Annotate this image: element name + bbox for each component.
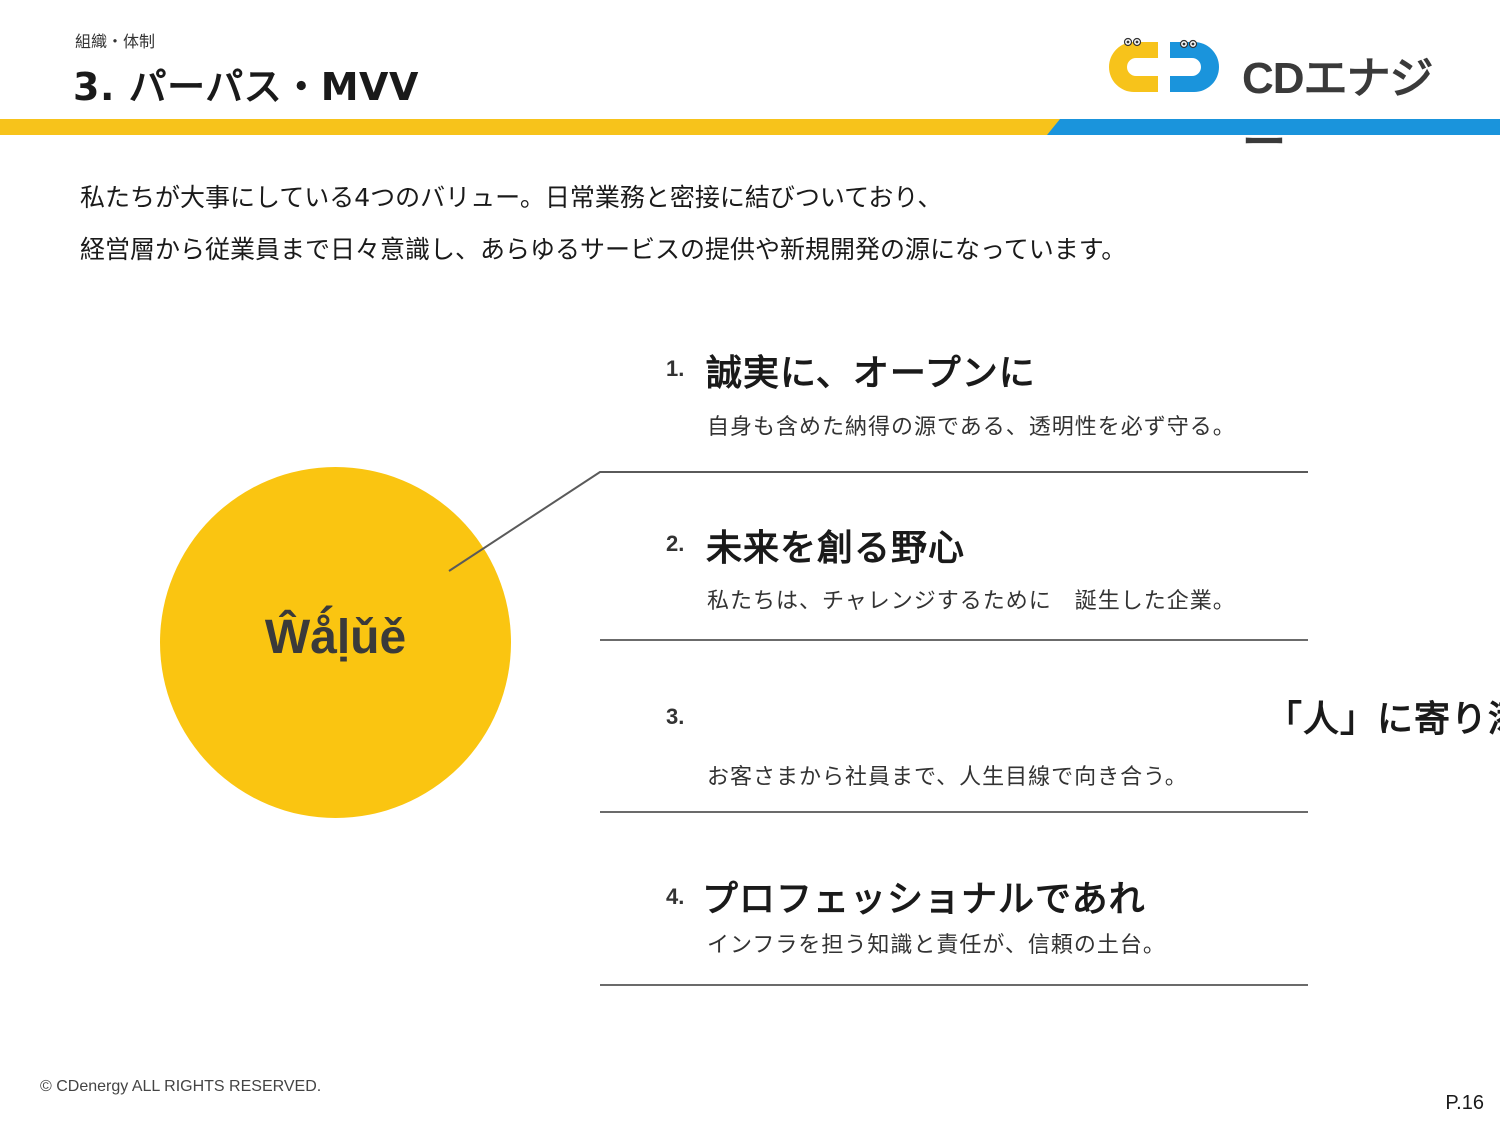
value-description: お客さまから社員まで、人生目線で向き合う。 (707, 765, 1188, 790)
value-heading: プロフェッショナルであれ (702, 879, 1146, 920)
header-bar-blue (1047, 119, 1500, 135)
value-description: インフラを担う知識と責任が、信頼の土台。 (707, 933, 1166, 958)
value-description: 私たちは、チャレンジするために 誕生した企業。 (707, 589, 1236, 614)
company-logo: CDエナジー (1100, 36, 1470, 167)
intro-text: 私たちが大事にしている4つのバリュー。日常業務と密接に結びついており、 経営層か… (80, 172, 1400, 276)
value-number: 3. (666, 704, 685, 729)
value-circle-label: Ŵǻḷǔě (264, 611, 407, 664)
value-heading: 誠実に、オープンに (706, 353, 1036, 394)
copyright: © CDenergy ALL RIGHTS RESERVED. (40, 1078, 322, 1095)
intro-line-1: 私たちが大事にしている4つのバリュー。日常業務と密接に結びついており、 (80, 183, 943, 212)
value-number: 2. (666, 531, 685, 556)
header-bar-yellow (0, 119, 1060, 135)
divider (600, 984, 1308, 986)
page-title: 3. パーパス・MVV (73, 65, 419, 109)
value-number: 1. (666, 356, 685, 381)
breadcrumb: 組織・体制 (75, 32, 156, 51)
logo-text: CDエナジー (1242, 54, 1434, 167)
intro-line-2: 経営層から従業員まで日々意識し、あらゆるサービスの提供や新規開発の源になっていま… (80, 235, 1127, 264)
logo-mark-icon (1109, 37, 1219, 92)
divider (600, 811, 1308, 813)
value-heading: 「人」に寄り添う (1266, 699, 1500, 740)
value-circle: Ŵǻḷǔě (160, 467, 511, 818)
value-description: 自身も含めた納得の源である、透明性を必ず守る。 (707, 415, 1236, 440)
value-heading: 未来を創る野心 (706, 528, 966, 569)
value-number: 4. (666, 884, 685, 909)
page-number: P.16 (1445, 1092, 1484, 1114)
divider (600, 639, 1308, 641)
